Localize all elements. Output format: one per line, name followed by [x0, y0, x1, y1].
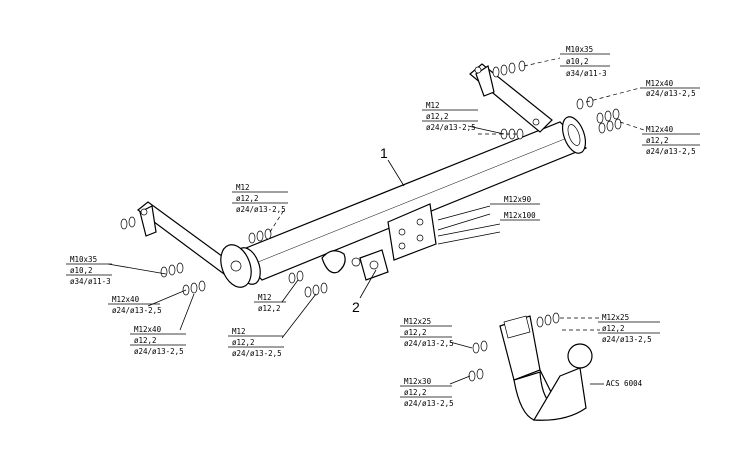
callout-left-m12: M12 ø12,2 ø24/ø13-2,5 [232, 183, 288, 214]
callout-bolt-m12x100: M12x100 [500, 211, 540, 221]
right-mounting-bracket [469, 63, 553, 133]
svg-text:M12: M12 [236, 183, 250, 192]
socket-plate [321, 249, 389, 281]
hardware-washers [120, 60, 622, 298]
svg-text:ø24/ø13-2,5: ø24/ø13-2,5 [404, 399, 454, 408]
svg-text:ø34/ø11-3: ø34/ø11-3 [70, 277, 111, 286]
left-mounting-bracket [137, 201, 252, 288]
svg-text:M12x40: M12x40 [112, 295, 140, 304]
svg-text:ø24/ø13-2,5: ø24/ø13-2,5 [232, 349, 282, 358]
svg-text:ø12,2: ø12,2 [236, 194, 259, 203]
svg-text:ø10,2: ø10,2 [70, 266, 93, 275]
svg-text:ø24/ø13-2,5: ø24/ø13-2,5 [404, 339, 454, 348]
svg-text:ø10,2: ø10,2 [566, 57, 589, 66]
svg-text:M12x25: M12x25 [404, 317, 431, 326]
callout-top-right-m12b: M12x40 ø12,2 ø24/ø13-2,5 [642, 125, 700, 156]
svg-text:ACS 6004: ACS 6004 [606, 379, 643, 388]
svg-text:M12x40: M12x40 [134, 325, 162, 334]
svg-text:ø12,2: ø12,2 [646, 136, 669, 145]
svg-text:ø24/ø13-2,5: ø24/ø13-2,5 [602, 335, 652, 344]
svg-text:M12x40: M12x40 [646, 79, 674, 88]
callout-center-m12a: M12 ø12,2 [254, 293, 286, 313]
svg-text:ø12,2: ø12,2 [602, 324, 625, 333]
crossbar-tube [234, 116, 588, 285]
callout-center-m12b: M12 ø12,2 ø24/ø13-2,5 [228, 327, 284, 358]
svg-text:ø24/ø13-2,5: ø24/ø13-2,5 [112, 306, 162, 315]
callout-ball-m12x25-right: M12x25 ø12,2 ø24/ø13-2,5 [598, 313, 660, 344]
callout-mid-m12: M12 ø12,2 ø24/ø13-2,5 [422, 101, 478, 132]
callout-left-m12x40a: M12x40 ø24/ø13-2,5 [108, 295, 162, 315]
part-number-1: 1 [380, 145, 388, 161]
svg-text:M12x100: M12x100 [504, 211, 536, 220]
svg-text:ø24/ø13-2,5: ø24/ø13-2,5 [236, 205, 286, 214]
callout-ball-m12x30: M12x30 ø12,2 ø24/ø13-2,5 [400, 377, 454, 408]
part-number-2: 2 [352, 299, 360, 315]
callout-bolt-m12x90: M12x90 [490, 195, 540, 205]
svg-text:ø24/ø13-2,5: ø24/ø13-2,5 [134, 347, 184, 356]
callout-acs: ACS 6004 [606, 379, 643, 388]
svg-text:M12: M12 [232, 327, 246, 336]
leader-lines [107, 57, 645, 339]
ball-coupling-assembly [449, 312, 604, 421]
callout-top-right-m10: M10x35 ø10,2 ø34/ø11-3 [560, 45, 610, 78]
svg-text:ø24/ø13-2,5: ø24/ø13-2,5 [646, 89, 696, 98]
svg-text:M12x90: M12x90 [504, 195, 532, 204]
center-ball-mount-plate [387, 203, 501, 261]
callout-left-m10: M10x35 ø10,2 ø34/ø11-3 [66, 255, 112, 286]
svg-text:ø12,2: ø12,2 [404, 388, 427, 397]
svg-text:M12: M12 [426, 101, 440, 110]
svg-text:M12x40: M12x40 [646, 125, 674, 134]
callout-left-m12x40b: M12x40 ø12,2 ø24/ø13-2,5 [130, 325, 186, 356]
svg-text:ø34/ø11-3: ø34/ø11-3 [566, 69, 607, 78]
svg-text:ø24/ø13-2,5: ø24/ø13-2,5 [646, 147, 696, 156]
svg-text:ø12,2: ø12,2 [134, 336, 157, 345]
svg-text:ø12,2: ø12,2 [258, 304, 281, 313]
svg-text:M12x25: M12x25 [602, 313, 629, 322]
callout-top-right-m12a: M12x40 ø24/ø13-2,5 [640, 79, 700, 98]
svg-text:ø12,2: ø12,2 [426, 112, 449, 121]
svg-text:M12x30: M12x30 [404, 377, 432, 386]
svg-text:M10x35: M10x35 [566, 45, 593, 54]
callout-ball-m12x25-left: M12x25 ø12,2 ø24/ø13-2,5 [400, 317, 454, 348]
svg-text:ø12,2: ø12,2 [232, 338, 255, 347]
svg-text:ø24/ø13-2,5: ø24/ø13-2,5 [426, 123, 476, 132]
svg-text:M12: M12 [258, 293, 272, 302]
svg-text:ø12,2: ø12,2 [404, 328, 427, 337]
svg-text:M10x35: M10x35 [70, 255, 97, 264]
